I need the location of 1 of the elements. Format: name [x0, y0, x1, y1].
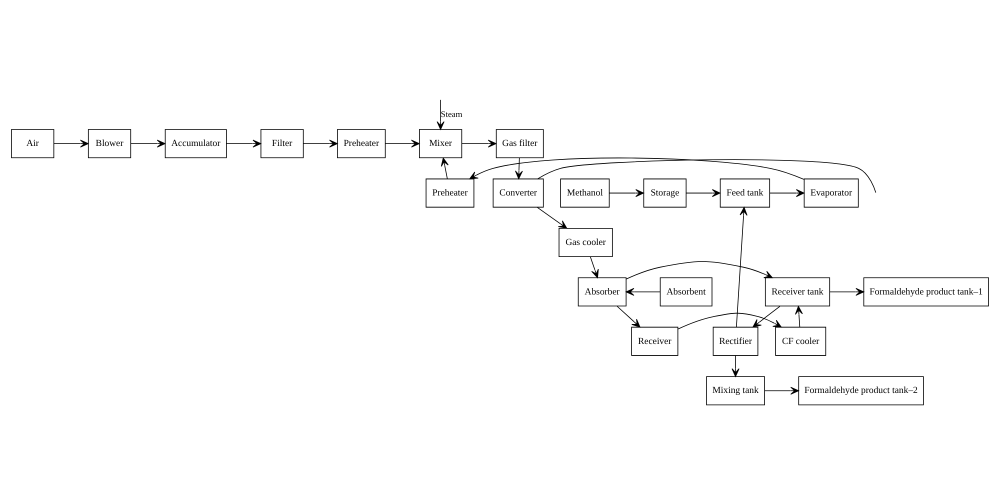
edge-label: Steam: [440, 108, 462, 118]
